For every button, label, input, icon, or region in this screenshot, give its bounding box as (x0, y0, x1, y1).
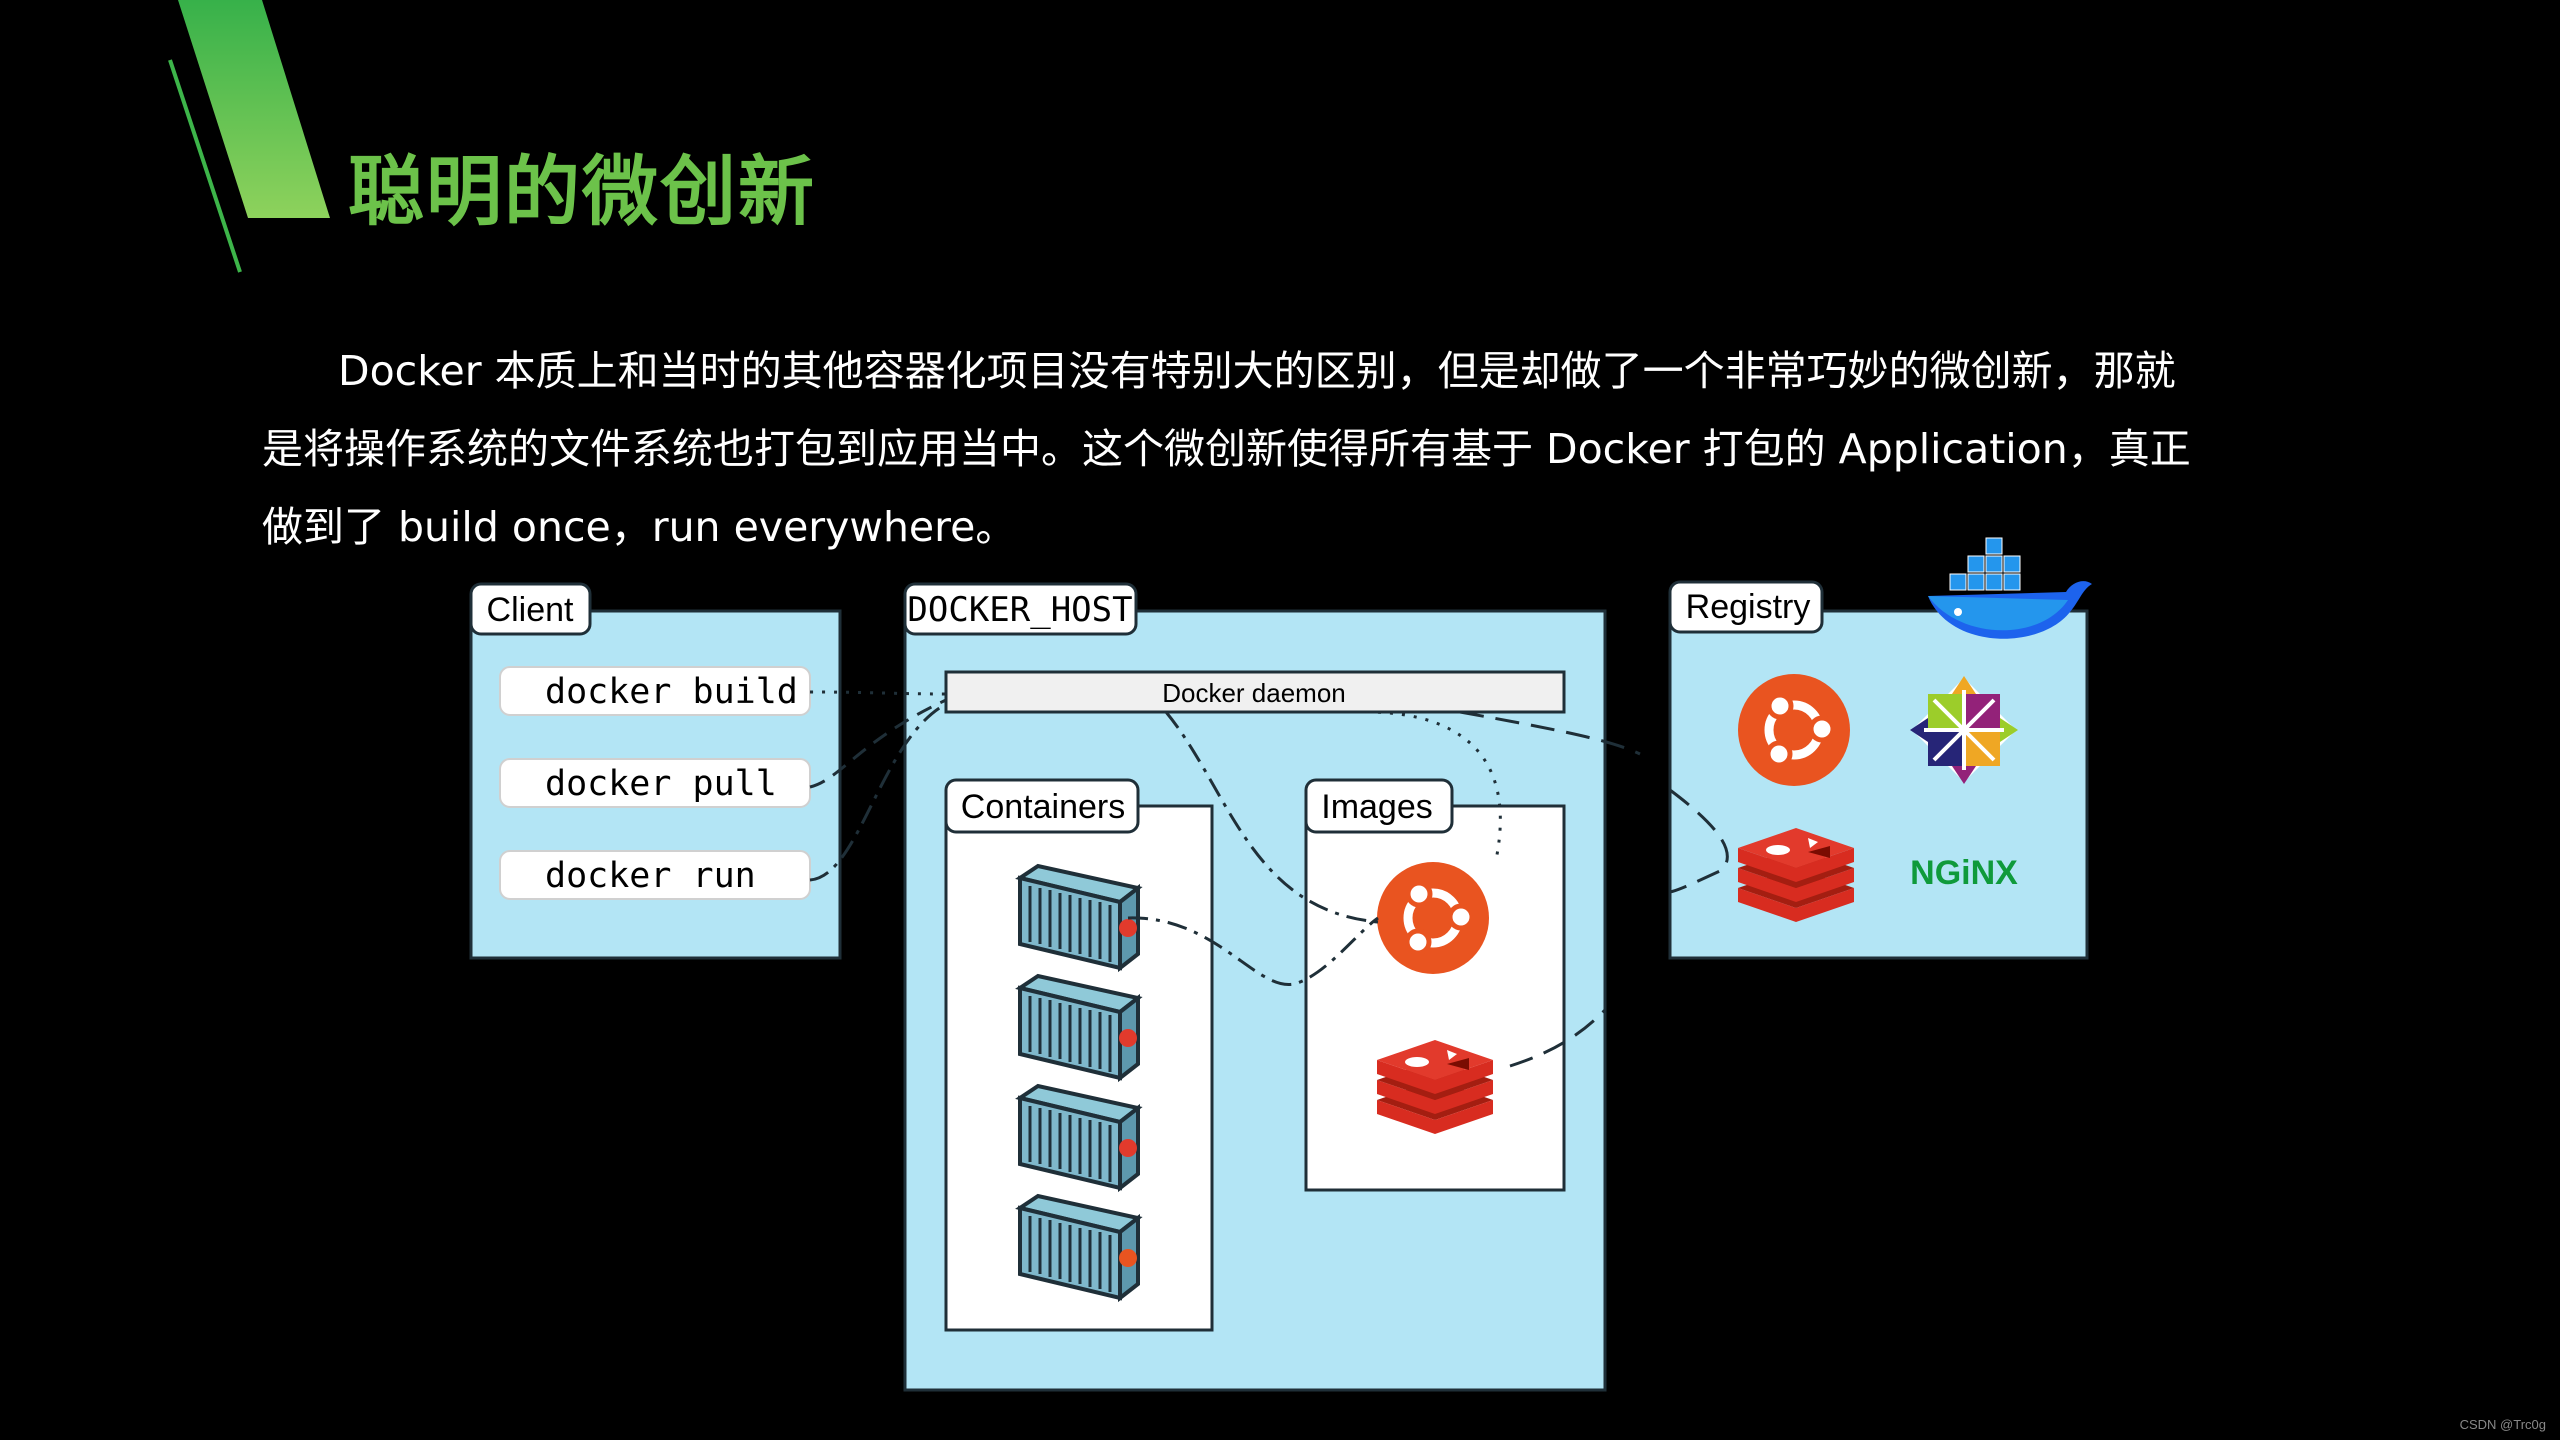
docker-host-panel: DOCKER_HOST Docker daemon Containers (903, 582, 1607, 1392)
registry-panel: Registry (1668, 537, 2092, 960)
paragraph-line-1: Docker 本质上和当时的其他容器化项目没有特别大的区别，但是却做了一个非常巧… (338, 347, 2176, 395)
daemon-to-images-dotted (1365, 710, 1502, 861)
build-connector (809, 690, 947, 696)
ubuntu-logo-icon (1738, 674, 1850, 786)
run-connector (809, 702, 947, 882)
pull-connector (809, 698, 947, 789)
container-redis-icon (1018, 974, 1140, 1080)
containers-panel: Containers (944, 778, 1214, 1332)
images-panel: Images (1304, 778, 1566, 1192)
images-title: Images (1321, 788, 1433, 826)
container-redis-icon (1018, 1084, 1140, 1190)
docker-daemon-bar: Docker daemon (944, 670, 1566, 714)
command-docker-build: docker build (499, 666, 811, 716)
client-panel: Client docker build docker pull docker r… (469, 582, 842, 960)
command-label: docker pull (545, 764, 777, 804)
paragraph-line-3: 做到了 build once，run everywhere。 (262, 503, 1017, 551)
containers-title: Containers (961, 788, 1125, 826)
command-docker-pull: docker pull (499, 758, 811, 808)
connector-lines (809, 690, 1729, 1068)
daemon-to-ubuntu-image (1164, 711, 1379, 924)
docker-whale-icon (1928, 537, 2092, 639)
daemon-to-registry (1459, 710, 1641, 756)
container-redis-icon (1018, 864, 1140, 970)
nginx-logo-icon: NGiNX (1910, 854, 2018, 892)
client-title: Client (487, 591, 574, 629)
docker-host-title: DOCKER_HOST (907, 590, 1132, 630)
centos-logo-icon (1910, 676, 2018, 784)
slide-title: 聪明的微创新 (348, 147, 816, 236)
command-docker-run: docker run (499, 850, 811, 900)
image-to-container (1127, 916, 1379, 986)
redis-logo-icon (1738, 828, 1854, 922)
watermark: CSDN @Trc0g (2459, 1417, 2546, 1432)
redis-logo-icon (1377, 1040, 1493, 1134)
command-label: docker build (545, 672, 798, 712)
registry-title: Registry (1686, 588, 1811, 626)
docker-daemon-label: Docker daemon (1162, 678, 1346, 708)
container-ubuntu-icon (1018, 1194, 1140, 1300)
redis-image-to-registry (1509, 1008, 1607, 1068)
green-slant-line (168, 59, 242, 273)
title-decoration (168, 0, 330, 273)
intro-paragraph: Docker 本质上和当时的其他容器化项目没有特别大的区别，但是却做了一个非常巧… (262, 332, 2286, 566)
paragraph-line-2: 是将操作系统的文件系统也打包到应用当中。这个微创新使得所有基于 Docker 打… (262, 425, 2191, 473)
ubuntu-logo-icon (1377, 862, 1489, 974)
green-slant-bar (178, 0, 330, 218)
registry-pull-connector (1669, 788, 1729, 894)
command-label: docker run (545, 856, 756, 896)
